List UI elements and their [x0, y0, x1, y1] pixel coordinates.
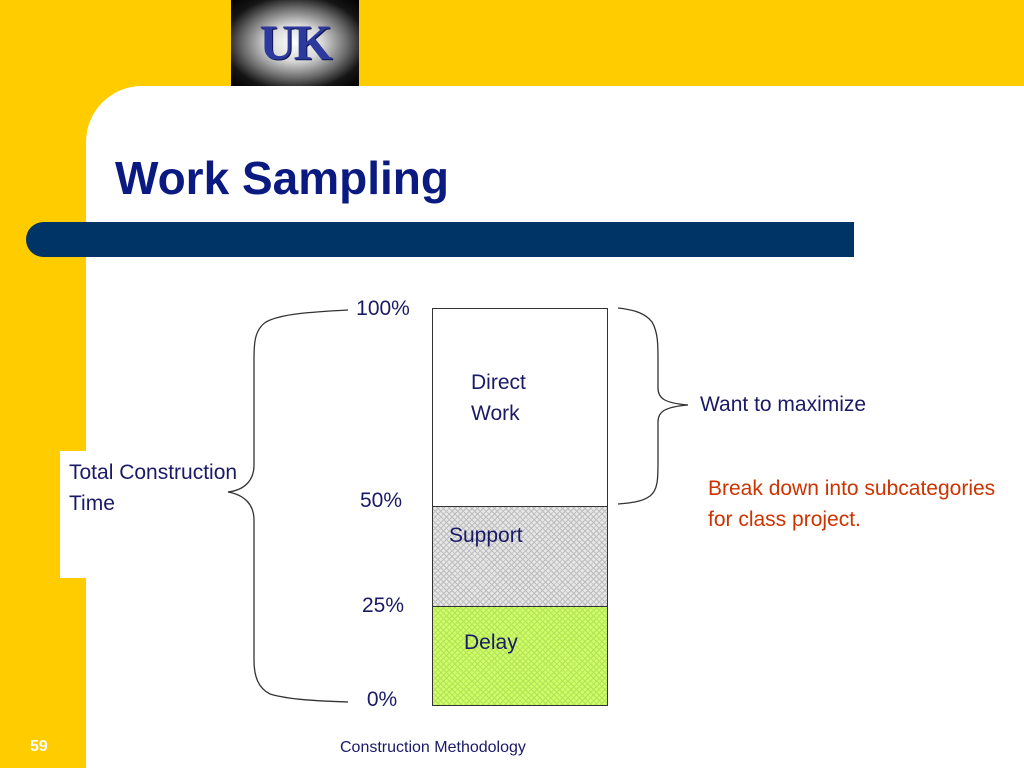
direct-work-label: Direct Work: [471, 371, 526, 425]
footer-text: Construction Methodology: [340, 739, 526, 756]
segment-direct-work: [432, 308, 608, 507]
total-time-box: [60, 451, 230, 578]
uk-logo: UK: [231, 0, 359, 86]
delay-label: Delay: [464, 631, 518, 654]
total-construction-time-label: Total Construction Time: [69, 461, 238, 515]
slide-title: Work Sampling: [115, 152, 449, 204]
support-label: Support: [449, 524, 523, 547]
slide-number: 59: [30, 738, 48, 755]
want-to-maximize-note: Want to maximize: [700, 393, 867, 416]
right-brace: [617, 307, 689, 505]
tick-0: 0%: [366, 688, 398, 711]
tick-50: 50%: [359, 489, 403, 512]
tick-25: 25%: [361, 594, 405, 617]
break-down-note: Break down into subcategories for class …: [708, 477, 996, 531]
segment-support: [432, 506, 608, 607]
left-brace: [227, 309, 349, 703]
logo-text: UK: [259, 14, 333, 70]
title-underline-bar: [26, 222, 854, 257]
segment-delay: [432, 606, 608, 706]
tick-100: 100%: [356, 297, 410, 320]
